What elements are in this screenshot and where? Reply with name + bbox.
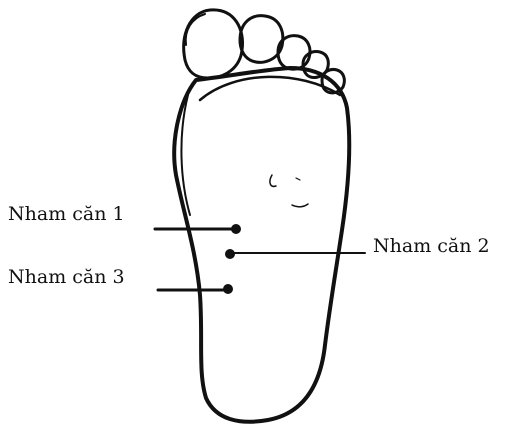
sketch-mark bbox=[270, 175, 276, 186]
sketch-mark bbox=[296, 178, 300, 180]
sole-outline bbox=[174, 68, 349, 422]
big-toe bbox=[184, 10, 243, 78]
label-nham-can-1: Nham căn 1 bbox=[8, 205, 125, 224]
label-nham-can-3: Nham căn 3 bbox=[8, 268, 125, 287]
big-toe-shadow bbox=[186, 14, 205, 45]
second-toe bbox=[240, 16, 283, 63]
point-marker-3 bbox=[223, 284, 233, 294]
point-marker-2 bbox=[225, 249, 235, 259]
sketch-mark bbox=[292, 204, 308, 207]
label-nham-can-2: Nham căn 2 bbox=[373, 237, 490, 256]
point-marker-1 bbox=[231, 224, 241, 234]
ball-of-foot-line bbox=[200, 77, 340, 100]
third-toe bbox=[278, 36, 310, 70]
